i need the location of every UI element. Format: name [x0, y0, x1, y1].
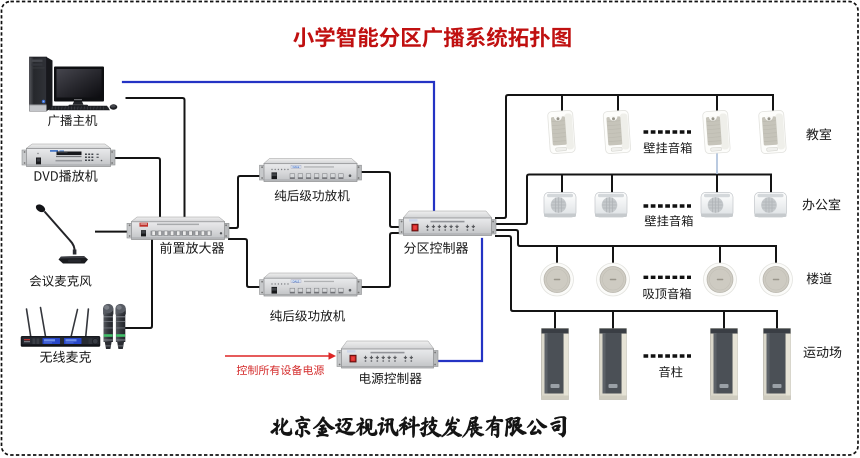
svg-text:DALE: DALE: [293, 279, 300, 283]
svg-text:DALE: DALE: [293, 165, 300, 169]
